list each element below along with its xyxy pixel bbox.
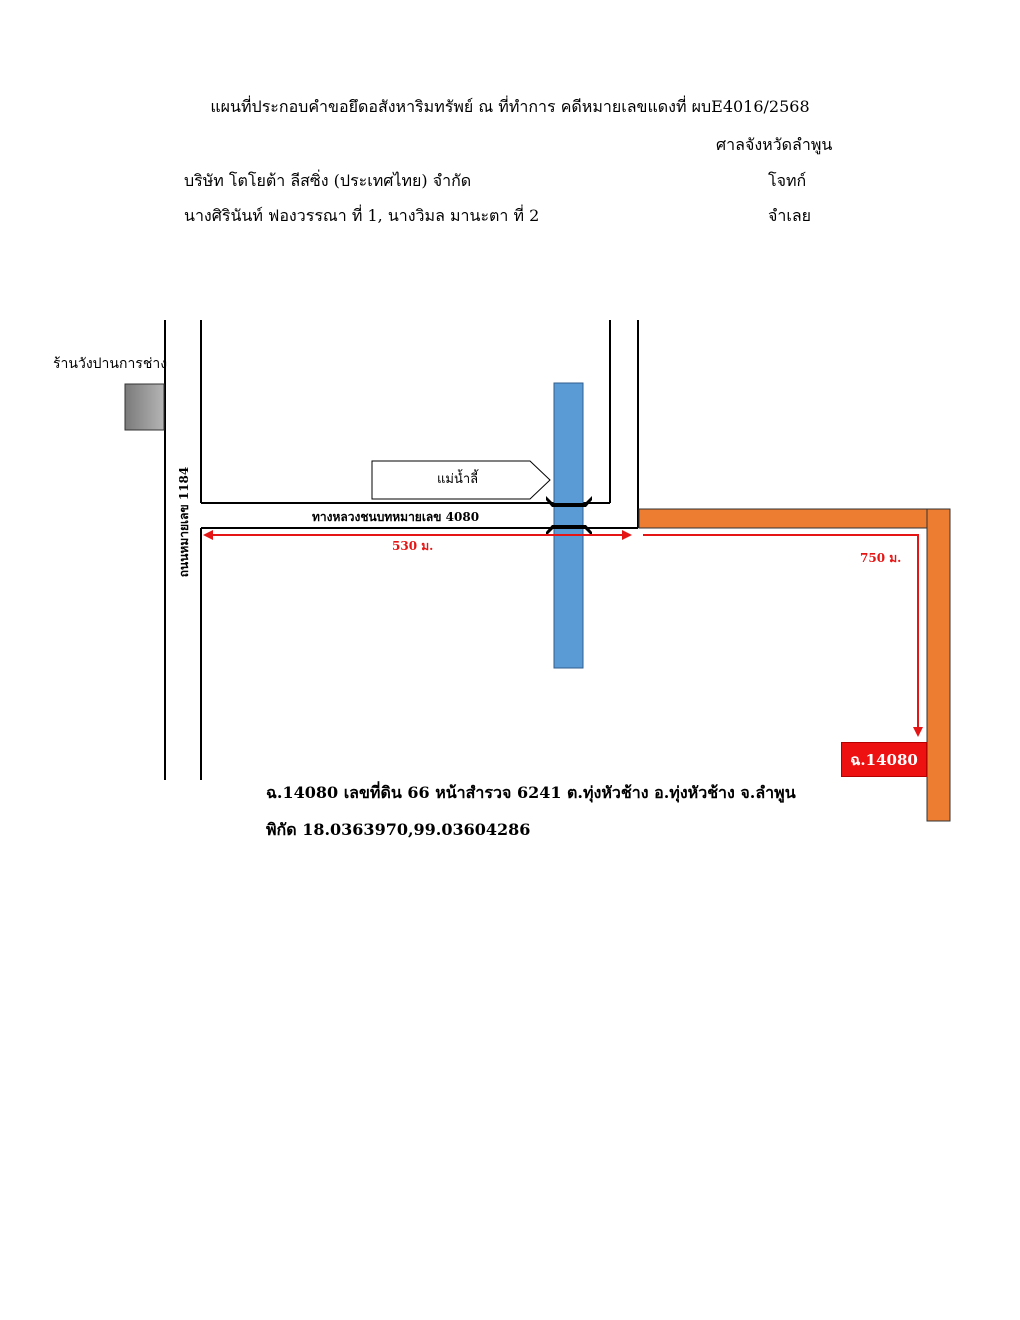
access-road-horizontal (638, 508, 951, 529)
defendant-role: จำเลย (768, 206, 812, 225)
court-name: ศาลจังหวัดลำพูน (716, 135, 833, 154)
road-1184-label: ถนนหมายเลข 1184 (177, 466, 191, 578)
plot-description: ฉ.14080 เลขที่ดิน 66 หน้าสำรวจ 6241 ต.ทุ… (266, 783, 796, 802)
access-road-vertical (926, 508, 951, 822)
distance-label-750: 750 ม. (860, 551, 902, 565)
shop-label: ร้านวังปานการช่าง (53, 356, 168, 372)
plaintiff-role: โจทก์ (768, 171, 807, 190)
route-arrow-750 (643, 534, 923, 737)
plot-coordinates: พิกัด 18.0363970,99.03604286 (266, 820, 531, 839)
shop-building (124, 383, 165, 431)
bridge-top-icon (546, 496, 592, 507)
river-label-arrow (371, 460, 551, 500)
bridge-bottom-icon (546, 525, 592, 536)
road-4080-label: ทางหลวงชนบทหมายเลข 4080 (312, 510, 480, 524)
defendant-names: นางศิรินันท์ ฟองวรรณา ที่ 1, นางวิมล มาน… (184, 206, 540, 225)
plaintiff-name: บริษัท โตโยต้า ลีสซิ่ง (ประเทศไทย) จำกัด (184, 171, 472, 190)
distance-label-530: 530 ม. (392, 539, 434, 553)
route-arrow-530-start-head (203, 530, 213, 540)
river-label: แม่น้ำลี้ (437, 472, 479, 487)
map-title: แผนที่ประกอบคำขอยึดอสังหาริมทรัพย์ ณ ที่… (210, 97, 810, 116)
plot-marker: ฉ.14080 (841, 742, 927, 777)
